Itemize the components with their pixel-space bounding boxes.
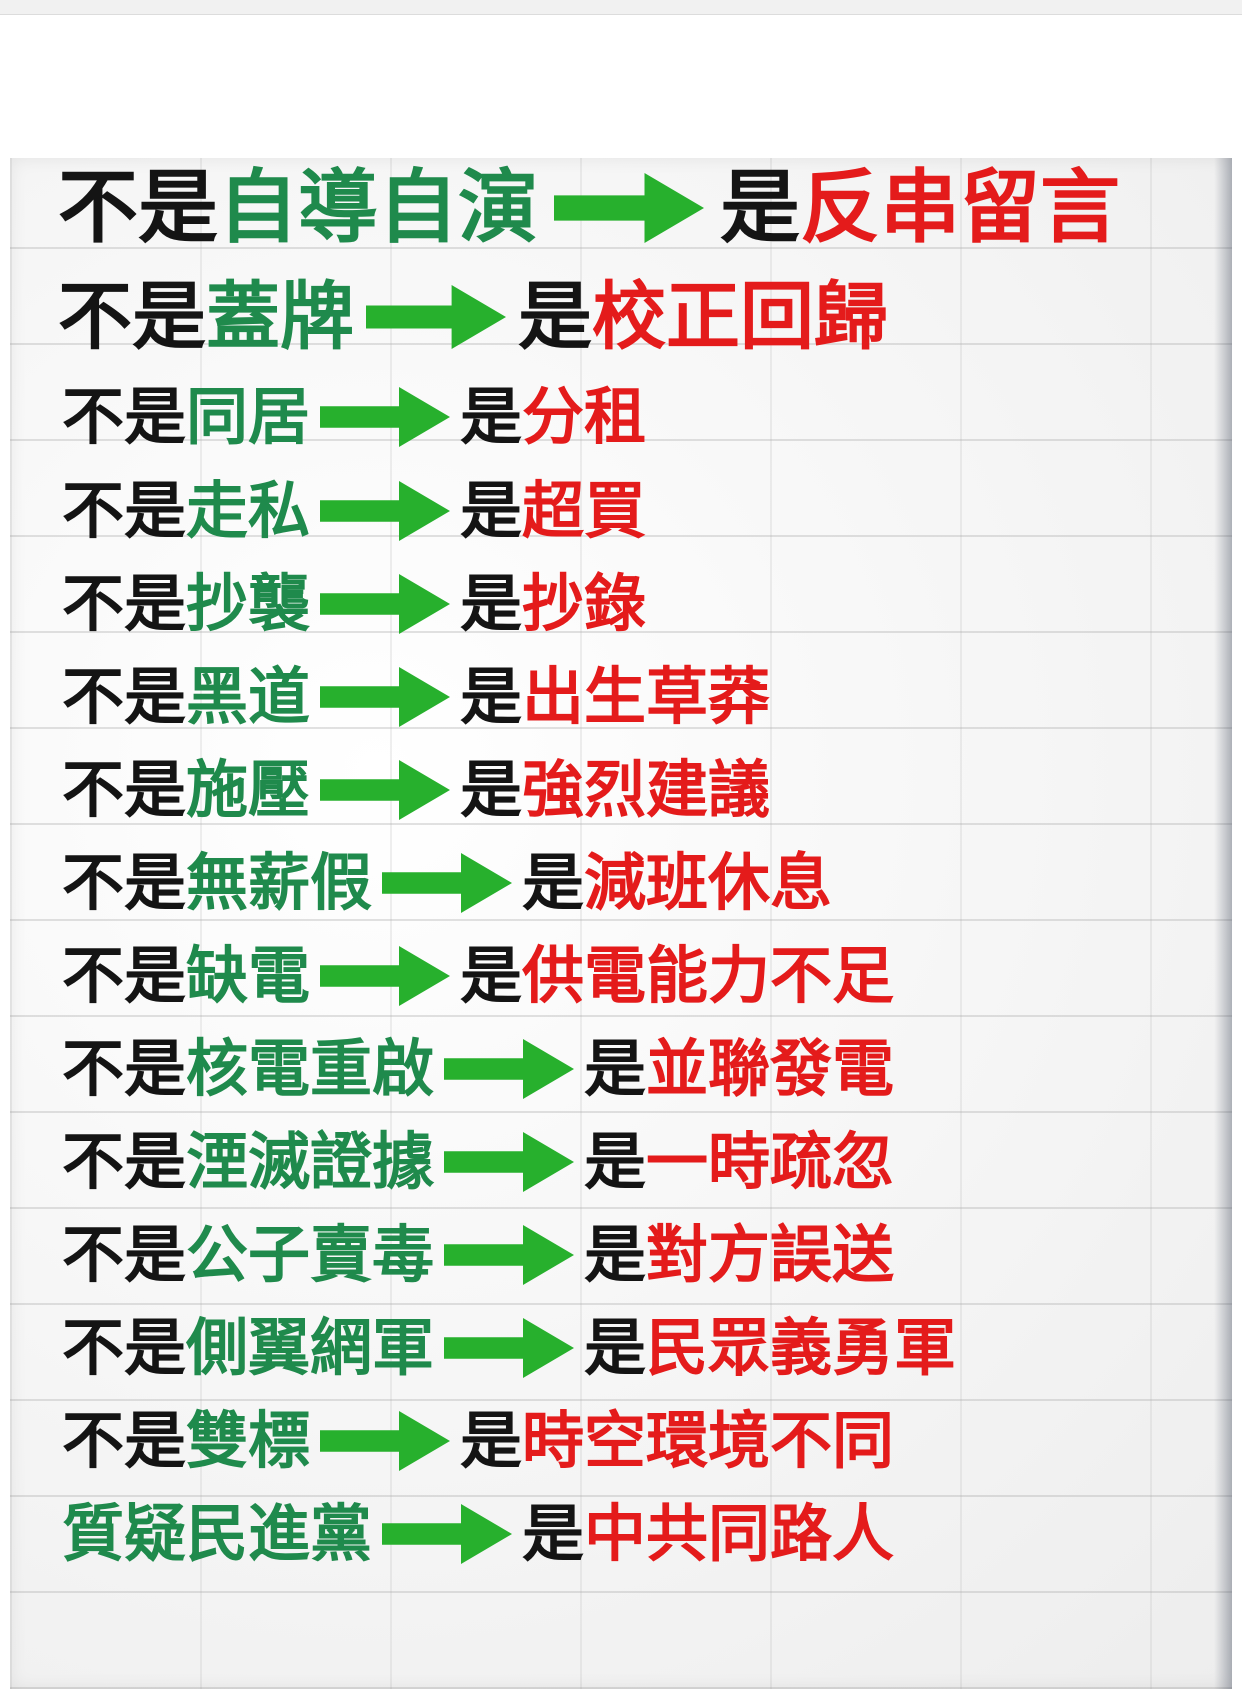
row-term: 自導自演 [218, 161, 538, 254]
row-result: 時空環境不同 [522, 1404, 895, 1477]
row-result: 反串留言 [800, 161, 1120, 254]
row-term: 施壓 [186, 753, 311, 826]
right-arrow-icon [320, 1411, 451, 1471]
row-term: 公子賣毒 [186, 1218, 435, 1291]
phrase-row: 不是側翼網軍是民眾義勇軍 [62, 1317, 956, 1379]
row-prefix: 不是 [62, 567, 187, 640]
row-prefix: 不是 [58, 161, 218, 254]
row-term: 同居 [186, 380, 311, 453]
row-result-prefix: 是 [460, 380, 523, 453]
row-term: 核電重啟 [186, 1032, 435, 1105]
phrase-row: 質疑民進黨是中共同路人 [62, 1503, 894, 1565]
row-result: 校正回歸 [592, 274, 888, 360]
phrase-row: 不是施壓是強烈建議 [62, 759, 770, 821]
right-arrow-icon [554, 173, 704, 243]
row-prefix: 不是 [62, 380, 187, 453]
row-prefix: 不是 [62, 1311, 187, 1384]
right-arrow-icon [444, 1225, 575, 1285]
row-term: 無薪假 [186, 846, 373, 919]
row-prefix: 不是 [58, 274, 206, 360]
right-arrow-icon [320, 387, 451, 447]
row-result-prefix: 是 [720, 161, 800, 254]
row-prefix: 不是 [62, 474, 187, 547]
row-term: 質疑民進黨 [62, 1497, 373, 1570]
row-prefix: 不是 [62, 846, 187, 919]
row-result-prefix: 是 [460, 660, 523, 733]
top-status-bar [0, 0, 1242, 15]
row-result-prefix: 是 [460, 567, 523, 640]
row-result-prefix: 是 [460, 753, 523, 826]
phrase-row: 不是缺電是供電能力不足 [62, 945, 894, 1007]
phrase-row: 不是黑道是出生草莽 [62, 666, 770, 728]
row-result: 民眾義勇軍 [646, 1311, 957, 1384]
right-arrow-icon [444, 1318, 575, 1378]
row-term: 側翼網軍 [186, 1311, 435, 1384]
right-arrow-icon [444, 1039, 575, 1099]
row-term: 抄襲 [186, 567, 311, 640]
row-result: 對方誤送 [646, 1218, 895, 1291]
row-prefix: 不是 [62, 753, 187, 826]
phrase-row: 不是走私是超買 [62, 480, 646, 542]
right-arrow-icon [320, 481, 451, 541]
row-term: 湮滅證據 [186, 1125, 435, 1198]
phrase-row: 不是抄襲是抄錄 [62, 573, 646, 635]
row-result: 強烈建議 [522, 753, 771, 826]
row-prefix: 不是 [62, 660, 187, 733]
row-result-prefix: 是 [584, 1125, 647, 1198]
row-result: 並聯發電 [646, 1032, 895, 1105]
row-result: 減班休息 [584, 846, 833, 919]
row-prefix: 不是 [62, 939, 187, 1012]
row-result: 中共同路人 [584, 1497, 895, 1570]
phrase-row: 不是核電重啟是並聯發電 [62, 1038, 894, 1100]
row-prefix: 不是 [62, 1218, 187, 1291]
row-result-prefix: 是 [460, 939, 523, 1012]
poster: 不是自導自演是反串留言不是蓋牌是校正回歸不是同居是分租不是走私是超買不是抄襲是抄… [10, 158, 1232, 1689]
row-result-prefix: 是 [522, 1497, 585, 1570]
right-arrow-icon [382, 1504, 513, 1564]
right-arrow-icon [366, 285, 506, 349]
row-result: 超買 [522, 474, 647, 547]
row-term: 缺電 [186, 939, 311, 1012]
phrase-row: 不是無薪假是減班休息 [62, 852, 832, 914]
row-term: 蓋牌 [206, 274, 354, 360]
row-result-prefix: 是 [518, 274, 592, 360]
phrase-row: 不是湮滅證據是一時疏忽 [62, 1131, 894, 1193]
row-prefix: 不是 [62, 1404, 187, 1477]
row-result-prefix: 是 [584, 1032, 647, 1105]
row-result-prefix: 是 [522, 846, 585, 919]
row-result-prefix: 是 [460, 474, 523, 547]
phrase-row: 不是雙標是時空環境不同 [62, 1410, 894, 1472]
row-term: 黑道 [186, 660, 311, 733]
row-result: 抄錄 [522, 567, 647, 640]
right-arrow-icon [320, 760, 451, 820]
row-result: 一時疏忽 [646, 1125, 895, 1198]
row-term: 雙標 [186, 1404, 311, 1477]
row-prefix: 不是 [62, 1032, 187, 1105]
phrase-row: 不是同居是分租 [62, 386, 646, 448]
right-arrow-icon [320, 574, 451, 634]
poster-edge [1214, 158, 1232, 1689]
phrase-row: 不是公子賣毒是對方誤送 [62, 1224, 894, 1286]
right-arrow-icon [320, 667, 451, 727]
row-term: 走私 [186, 474, 311, 547]
phrase-row: 不是自導自演是反串留言 [58, 168, 1120, 248]
phrase-row: 不是蓋牌是校正回歸 [58, 280, 888, 354]
row-prefix: 不是 [62, 1125, 187, 1198]
right-arrow-icon [382, 853, 513, 913]
row-result-prefix: 是 [584, 1311, 647, 1384]
row-result: 供電能力不足 [522, 939, 895, 1012]
right-arrow-icon [320, 946, 451, 1006]
row-result-prefix: 是 [460, 1404, 523, 1477]
row-result: 分租 [522, 380, 647, 453]
row-result: 出生草莽 [522, 660, 771, 733]
right-arrow-icon [444, 1132, 575, 1192]
row-result-prefix: 是 [584, 1218, 647, 1291]
